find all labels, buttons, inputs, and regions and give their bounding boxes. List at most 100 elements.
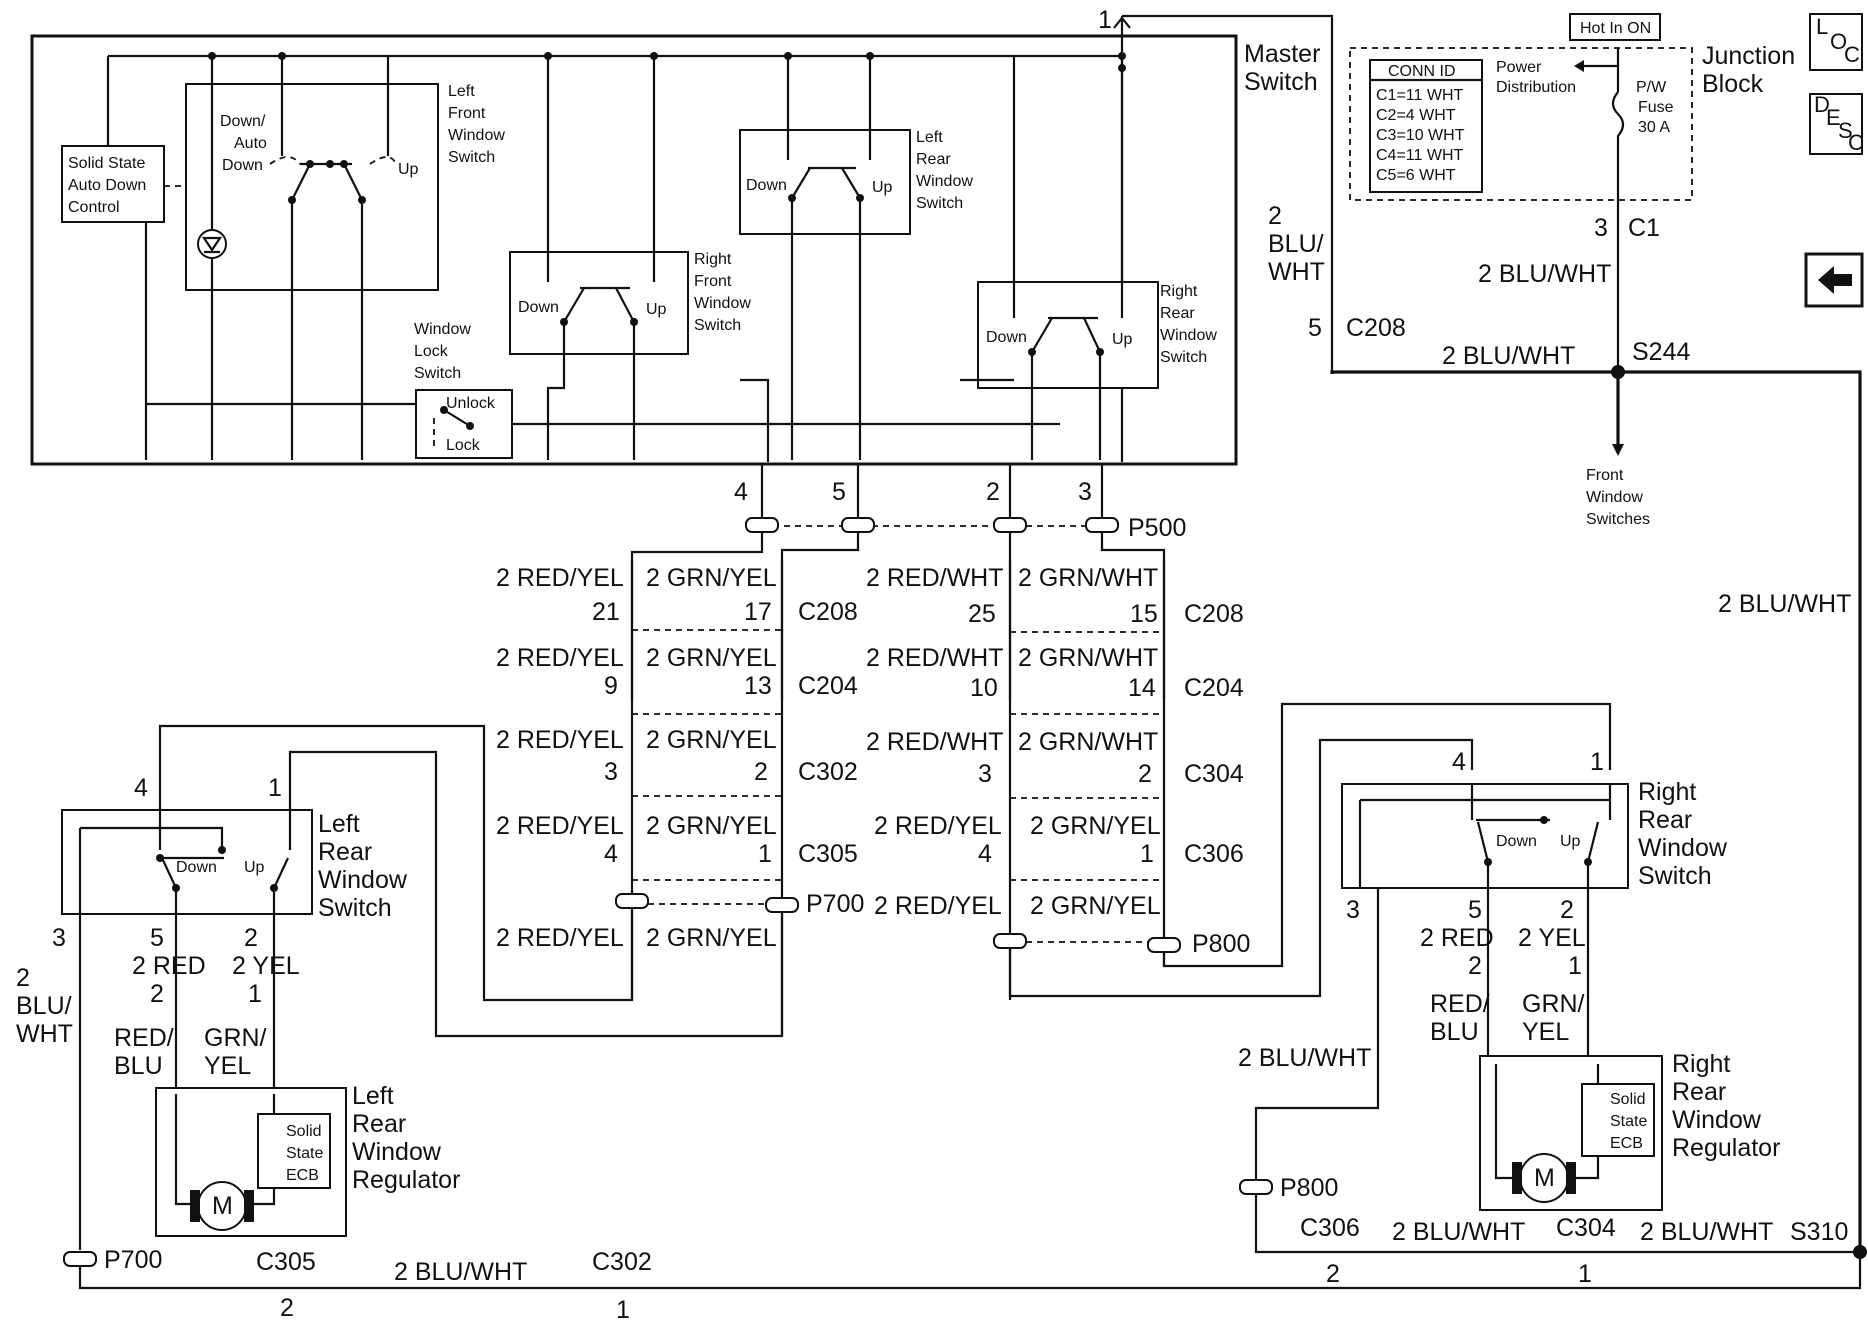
diagram-label: 2 GRN/WHT <box>1018 644 1158 672</box>
diagram-label: 1 <box>1140 840 1154 868</box>
solid-state-1: Solid State <box>68 155 145 172</box>
diagram-label: 2 <box>244 924 258 952</box>
diagram-label: YEL <box>1522 1018 1569 1046</box>
p500-pin-2: 2 <box>986 478 1000 506</box>
junction-title-2: Block <box>1702 70 1764 98</box>
conn-c4: C4=11 WHT <box>1376 147 1464 164</box>
diagram-label: 2 GRN/YEL <box>1030 892 1161 920</box>
loc-button[interactable]: L O C <box>1809 13 1863 71</box>
lock-label: Lock <box>446 437 481 454</box>
diagram-label: 2 RED/WHT <box>866 564 1004 592</box>
conn-id-header: CONN ID <box>1388 63 1456 80</box>
jb-conn-c1: C1 <box>1628 214 1660 242</box>
c208-pin-5: 5 <box>1308 314 1322 342</box>
diagram-label: 2 RED <box>132 952 206 980</box>
diagram-label: RED/ <box>1430 990 1490 1018</box>
diagram-label: 2 RED/YEL <box>496 644 624 672</box>
diagram-label: 4 <box>1452 748 1466 776</box>
diagram-label: 2 GRN/YEL <box>646 564 777 592</box>
diagram-label: Up <box>244 859 265 876</box>
lr-switch-2: Rear <box>916 151 951 168</box>
diagram-label: 2 <box>280 1294 294 1322</box>
master-switch: Master Switch 1 Solid State Auto Down Co… <box>30 6 1334 466</box>
master-pin-1: 1 <box>1098 6 1112 34</box>
p500-pin-5: 5 <box>832 478 846 506</box>
left-arrow-icon <box>1818 266 1852 294</box>
s244-label: S244 <box>1632 338 1690 366</box>
s244-wire: 2 BLU/WHT <box>1442 342 1575 370</box>
lf-switch-3: Window <box>448 127 505 144</box>
diagram-label: Rear <box>1638 806 1692 834</box>
diagram-label: Up <box>1560 833 1581 850</box>
diagram-label: 2 RED <box>1420 924 1494 952</box>
rr-up: Up <box>1112 331 1133 348</box>
diagram-label: Left <box>352 1082 394 1110</box>
conn-c2: C2=4 WHT <box>1376 107 1456 124</box>
fuse-icon <box>1611 91 1625 200</box>
rr-down: Down <box>986 329 1027 346</box>
diagram-label: Window <box>352 1138 442 1166</box>
diagram-label: BLU <box>114 1052 163 1080</box>
diagram-label: C302 <box>592 1248 652 1276</box>
rf-switch-3: Window <box>694 295 751 312</box>
feed-wire-2: BLU/ <box>1268 230 1324 258</box>
p800-upper-label: P800 <box>1192 930 1250 958</box>
diagram-label: L <box>1816 14 1828 39</box>
diagram-label: Left <box>318 810 360 838</box>
diagram-label: YEL <box>204 1052 251 1080</box>
diagram-label: 2 RED/WHT <box>866 644 1004 672</box>
left-rear-window-switch: 4 1 Left Rear Window Switch Down Up 3 5 … <box>16 774 408 1250</box>
diagram-label: State <box>286 1145 323 1162</box>
solid-state-2: Auto Down <box>68 177 146 194</box>
diagram-label: 2 <box>754 758 768 786</box>
hot-in-on: Hot In ON <box>1580 20 1651 37</box>
diagram-label: GRN/ <box>1522 990 1585 1018</box>
diagram-label: M <box>212 1192 233 1220</box>
rf-down: Down <box>518 299 559 316</box>
diagram-label: 2 YEL <box>232 952 300 980</box>
diagram-label: Solid <box>286 1123 322 1140</box>
diagram-label: C <box>1844 42 1860 67</box>
right-rear-window-switch: 4 1 Right Rear Window Switch Down Up 3 5… <box>1238 748 1728 1180</box>
bottom-wires: P800 C306 2 2 BLU/WHT C304 1 2 BLU/WHT P… <box>63 1174 1862 1324</box>
diagram-label: WHT <box>16 1020 73 1048</box>
diagram-label: 25 <box>968 600 996 628</box>
desc-button[interactable]: D E S C <box>1809 92 1864 155</box>
diagram-label: C304 <box>1556 1214 1616 1242</box>
diagram-label: 2 <box>150 980 164 1008</box>
diagram-label: 14 <box>1128 674 1156 702</box>
diagram-label: 4 <box>134 774 148 802</box>
diagram-label: 3 <box>604 758 618 786</box>
back-arrow-button[interactable] <box>1804 252 1864 308</box>
diagram-label: 2 <box>1326 1260 1340 1288</box>
fuse-2: Fuse <box>1638 99 1674 116</box>
diagram-label: Window <box>318 866 408 894</box>
diagram-label: 2 RED/YEL <box>496 564 624 592</box>
diagram-label: 3 <box>978 760 992 788</box>
diagram-label: 2 <box>16 964 30 992</box>
lf-up: Up <box>398 161 419 178</box>
diagram-label: Down <box>176 859 217 876</box>
diagram-label: 17 <box>744 598 772 626</box>
power-distribution-1: Power <box>1496 59 1542 76</box>
diagram-label: C204 <box>1184 674 1244 702</box>
diagram-label: C304 <box>1184 760 1244 788</box>
rf-switch-1: Right <box>694 251 732 268</box>
diagram-label: 1 <box>616 1296 630 1324</box>
diagram-label: 2 GRN/WHT <box>1018 564 1158 592</box>
master-switch-title-1: Master <box>1244 40 1320 68</box>
diagram-label: GRN/ <box>204 1024 267 1052</box>
diagram-label: BLU/ <box>16 992 72 1020</box>
feed-wires: S244 2 BLU/WHT 5 C208 2 BLU/ WHT Front W… <box>1268 202 1867 1259</box>
diagram-label: BLU <box>1430 1018 1479 1046</box>
diagram-label: 15 <box>1130 600 1158 628</box>
diagram-label: 2 <box>1138 760 1152 788</box>
diagram-label: C306 <box>1300 1214 1360 1242</box>
s310-label: S310 <box>1790 1218 1848 1246</box>
lf-down-3: Down <box>222 157 263 174</box>
diagram-label: 2 BLU/WHT <box>1640 1218 1773 1246</box>
diagram-label: Right <box>1638 778 1696 806</box>
diagram-label: Solid <box>1610 1091 1646 1108</box>
junction-block: Hot In ON Junction Block CONN ID C1=11 W… <box>1349 13 1795 380</box>
diagram-label: C302 <box>798 758 858 786</box>
